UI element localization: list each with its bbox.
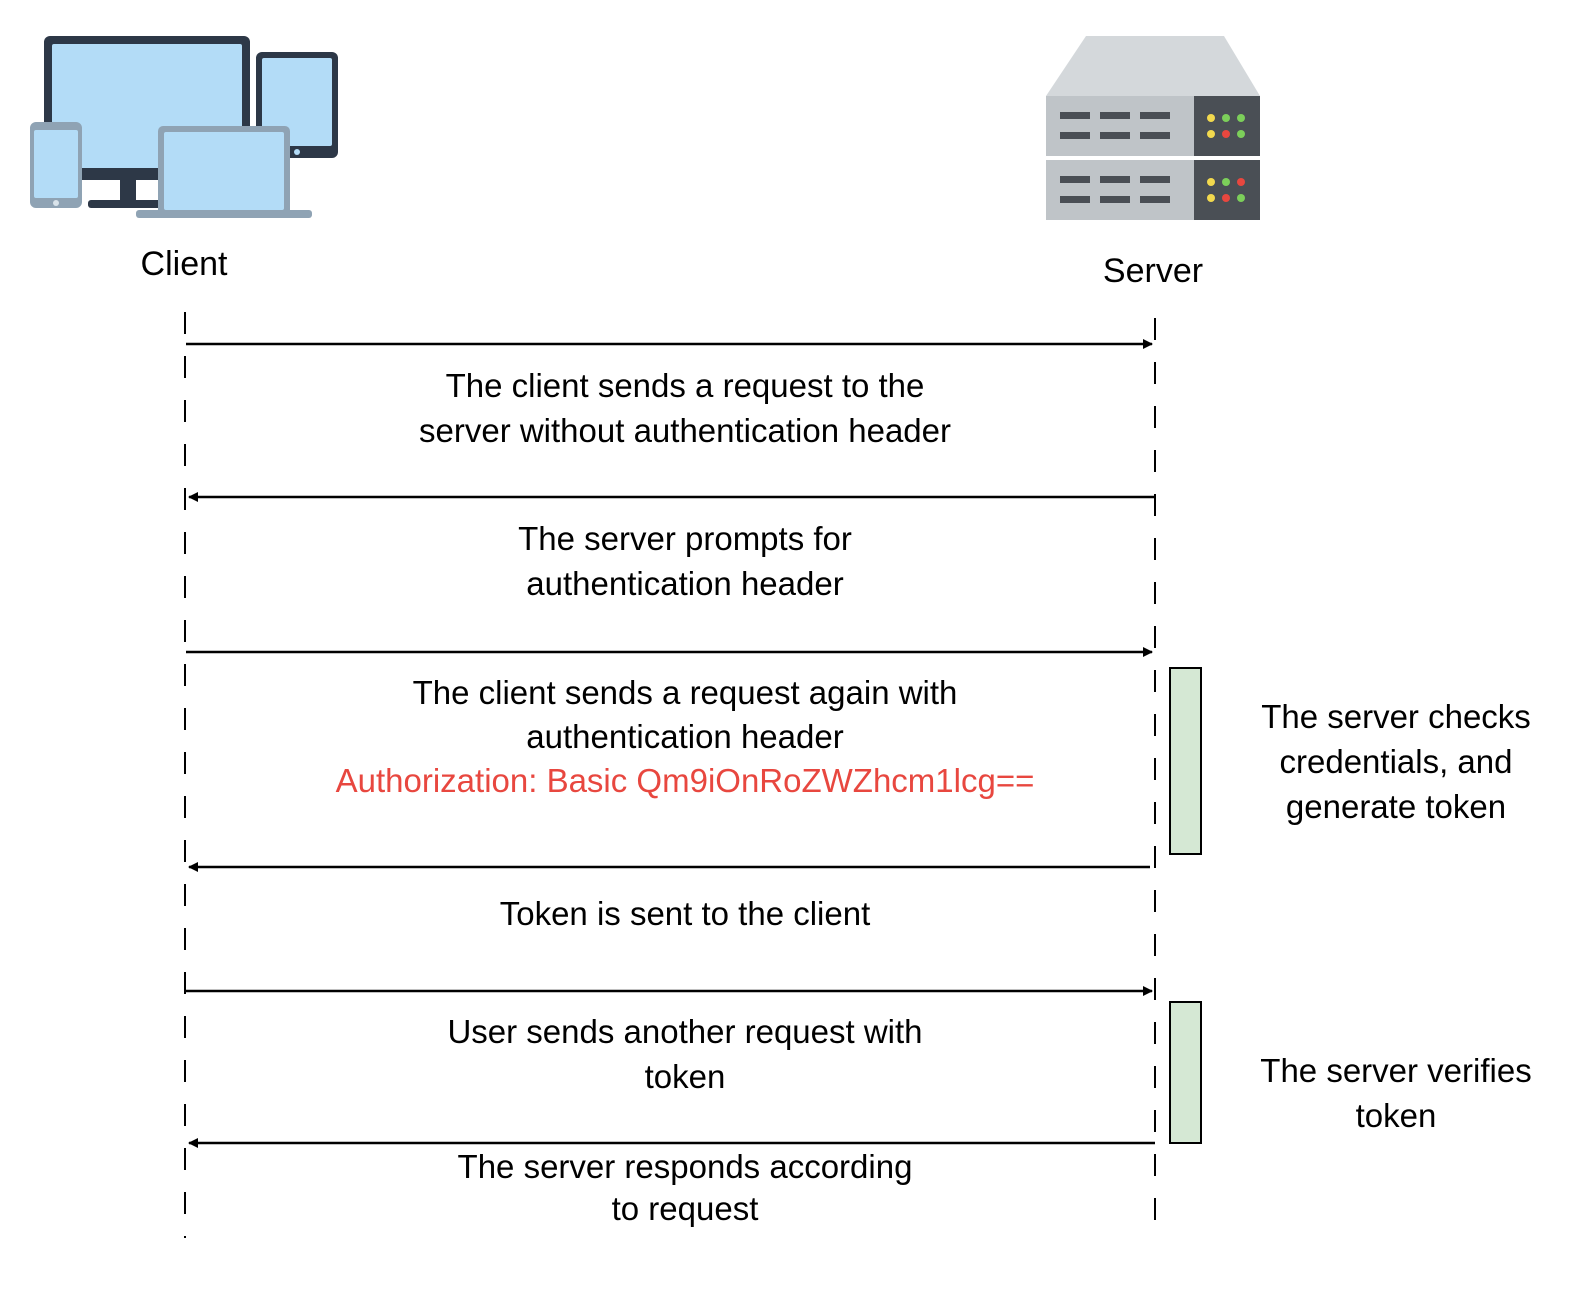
client-label: Client: [140, 245, 228, 283]
note-verify-token: The server verifies token: [1222, 1048, 1570, 1138]
activation-bar-check-credentials: [1169, 667, 1202, 855]
note-line: token: [1355, 1097, 1437, 1134]
message-token-sent: Token is sent to the client: [190, 891, 1180, 936]
message-request-with-auth: The client sends a request again with au…: [190, 671, 1180, 803]
message-line: The client sends a request to the: [445, 367, 925, 404]
message-server-response: The server responds according to request: [190, 1146, 1180, 1230]
note-line: generate token: [1285, 788, 1507, 825]
message-line: The server responds according: [457, 1148, 913, 1185]
message-line: token: [644, 1058, 726, 1095]
server-rack-icon: [1046, 36, 1260, 220]
authorization-header-line: Authorization: Basic Qm9iOnRoZWZhcm1lcg=…: [335, 762, 1035, 799]
message-line: to request: [611, 1190, 759, 1227]
note-line: credentials, and: [1279, 743, 1513, 780]
message-line: authentication header: [526, 565, 844, 602]
message-line: authentication header: [526, 718, 844, 755]
note-check-credentials: The server checks credentials, and gener…: [1222, 694, 1570, 829]
message-line: server without authentication header: [419, 412, 951, 449]
message-line: The server prompts for: [518, 520, 852, 557]
note-line: The server verifies: [1260, 1052, 1532, 1089]
activation-bar-verify-token: [1169, 1001, 1202, 1144]
message-prompt-auth: The server prompts for authentication he…: [190, 516, 1180, 606]
server-label: Server: [1102, 252, 1204, 290]
message-line: The client sends a request again with: [412, 674, 958, 711]
message-request-with-token: User sends another request with token: [190, 1009, 1180, 1099]
message-line: Token is sent to the client: [499, 895, 871, 932]
message-line: User sends another request with: [447, 1013, 923, 1050]
note-line: The server checks: [1261, 698, 1531, 735]
client-devices-icon: [30, 36, 338, 218]
message-request-no-auth: The client sends a request to the server…: [190, 363, 1180, 453]
